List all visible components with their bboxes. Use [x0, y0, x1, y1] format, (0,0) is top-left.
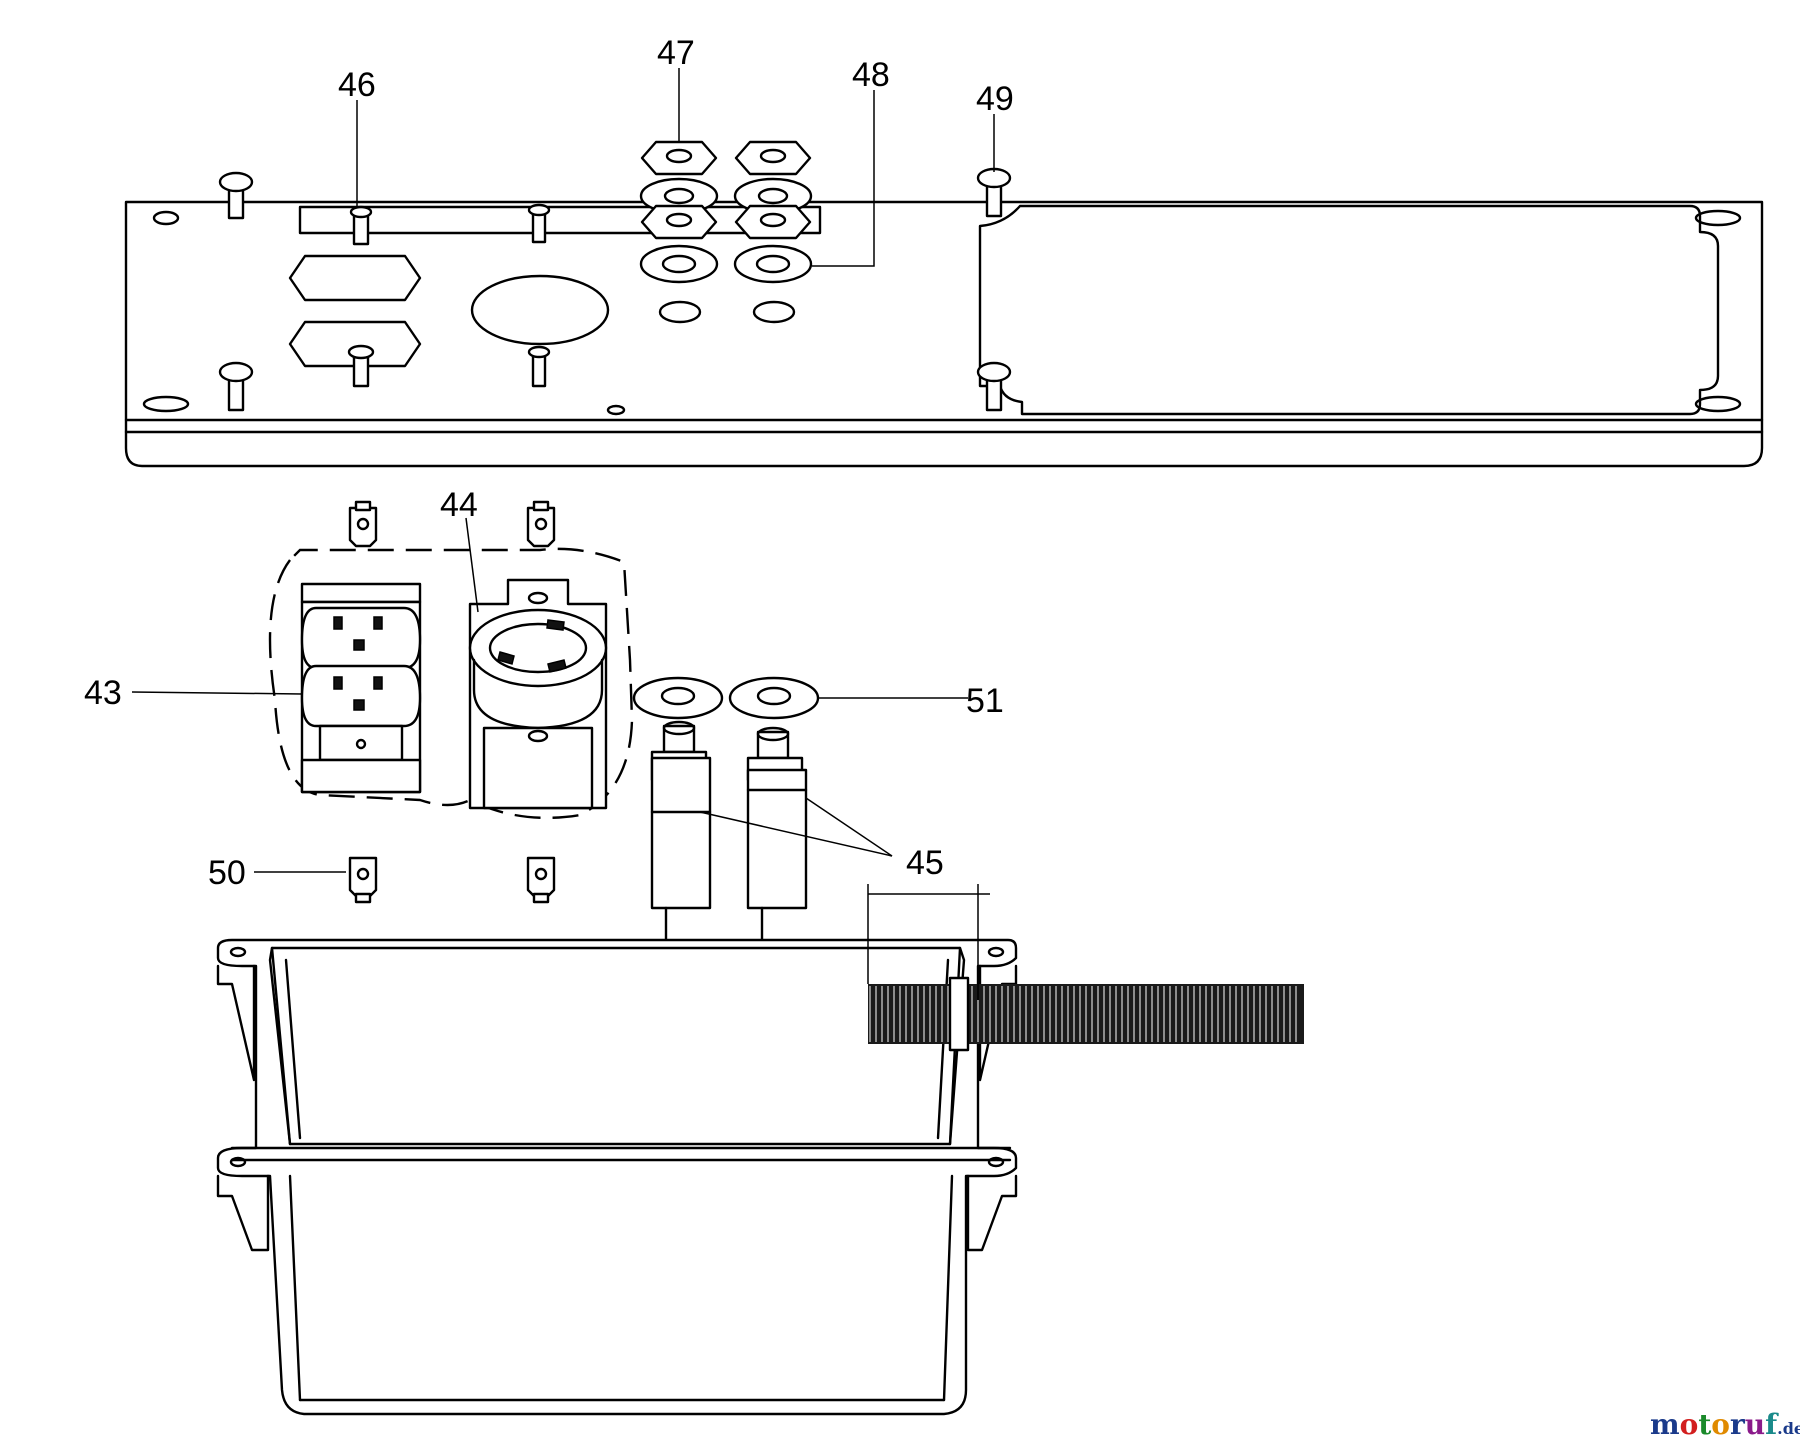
callout-50: 50: [208, 854, 246, 892]
locking-receptacle: [468, 578, 608, 810]
callout-45: 45: [906, 844, 944, 882]
receptacle-group-outline: [268, 547, 634, 820]
callout-51: 51: [966, 682, 1004, 720]
callouts: 46 47 48 49 44 43 51 45 50: [84, 34, 1014, 892]
wm-letter: r: [1730, 1408, 1746, 1441]
wm-letter: m: [1650, 1408, 1680, 1441]
junction-box: [216, 938, 1018, 1416]
duplex-receptacle: [300, 582, 422, 794]
corrugated-conduit: [867, 884, 1304, 1052]
leader-lines: [131, 68, 995, 873]
wm-letter: f: [1765, 1408, 1779, 1441]
callout-43: 43: [84, 674, 122, 712]
nut-washer-stack-right: [733, 140, 813, 284]
motoruf-watermark-logo: motoruf.de: [1650, 1408, 1800, 1441]
control-panel-plate: [124, 167, 1764, 468]
callout-44: 44: [440, 486, 478, 524]
wm-suffix: .de: [1777, 1419, 1800, 1438]
callout-48: 48: [852, 56, 890, 94]
nut-washer-stack-left: [639, 140, 719, 284]
callout-47: 47: [657, 34, 695, 72]
svg-text:motoruf.de: motoruf.de: [1650, 1408, 1800, 1441]
wm-letter: o: [1680, 1408, 1699, 1441]
speed-nut-clips: [348, 500, 556, 904]
wm-letter: t: [1698, 1408, 1711, 1441]
callout-46: 46: [338, 66, 376, 104]
wm-letter: u: [1745, 1408, 1765, 1441]
circuit-breaker-right: [728, 676, 820, 950]
wm-letter: o: [1711, 1408, 1730, 1441]
callout-49: 49: [976, 80, 1014, 118]
circuit-breaker-left: [632, 676, 724, 950]
